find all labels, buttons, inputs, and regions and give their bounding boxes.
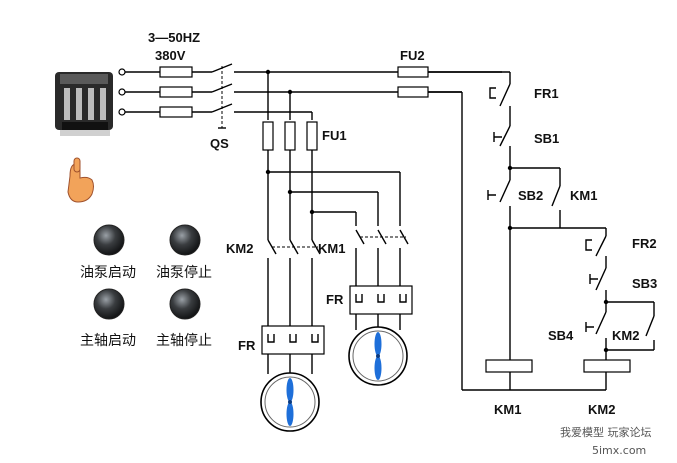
qs-label: QS [210,136,229,151]
km2-main-contacts [267,239,321,326]
branch-feeders [265,150,401,240]
km2-coil-label: KM2 [588,402,615,417]
qs-isolator-switch [211,63,233,129]
fu1-fuse [262,121,318,151]
fu1-label: FU1 [322,128,347,143]
fr-left-label: FR [238,338,256,353]
sb2-label: SB2 [518,188,543,203]
watermark-title: 我爱模型 玩家论坛 [560,425,652,439]
oil-pump-motor [348,326,408,386]
spindle-stop-button[interactable]: 主轴停止 [156,288,212,349]
fu2-fuse [397,66,429,98]
spindle-start-label: 主轴启动 [80,333,136,349]
sb1-label: SB1 [534,131,559,146]
km1-main-contacts [355,229,409,286]
power-plug-icon [55,72,113,136]
sb3-label: SB3 [632,276,657,291]
km2-main-label: KM2 [226,241,253,256]
supply-lines [118,66,212,118]
km1-main-label: KM1 [318,241,345,256]
km1-contact-label: KM1 [570,188,597,203]
fr-right-label: FR [326,292,344,307]
fr-thermal-relay-right [349,285,413,330]
fr1-label: FR1 [534,86,559,101]
fr-thermal-relay-left [261,325,325,374]
fr2-label: FR2 [632,236,657,251]
km1-coil [485,359,533,373]
spindle-stop-label: 主轴停止 [156,332,212,349]
km2-coil [583,359,631,373]
fu2-label: FU2 [400,48,425,63]
spindle-start-button[interactable]: 主轴启动 [80,288,136,349]
supply-frequency-label: 3—50HZ [148,30,200,45]
pointing-hand-icon [67,157,94,203]
km1-coil-label: KM1 [494,402,521,417]
spindle-motor [260,372,320,432]
sb4-label: SB4 [548,328,574,343]
watermark-url: 5imx.com [592,444,646,457]
control-circuit [428,71,655,391]
oil-pump-start-label: 油泵启动 [80,265,136,281]
oil-pump-stop-label: 油泵停止 [156,264,212,281]
oil-pump-start-button[interactable]: 油泵启动 [80,224,136,281]
oil-pump-stop-button[interactable]: 油泵停止 [156,224,212,281]
supply-voltage-label: 380V [155,48,186,63]
km2-contact-label: KM2 [612,328,639,343]
